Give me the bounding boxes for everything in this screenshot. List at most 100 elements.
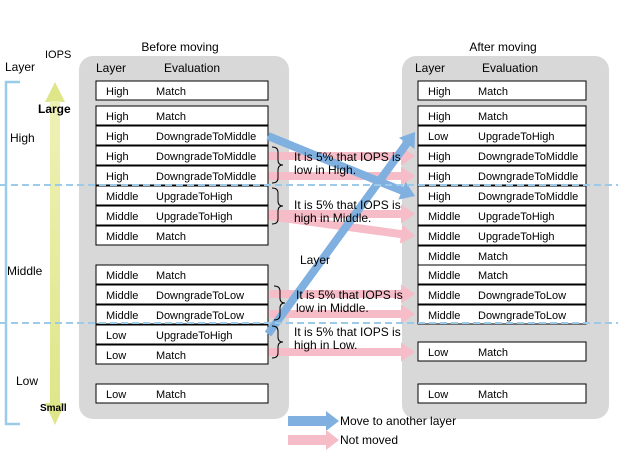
before-col-eval: Evaluation bbox=[164, 61, 220, 75]
before-row-box bbox=[95, 105, 269, 126]
before-row-eval: Match bbox=[156, 231, 186, 243]
layer-low-label: Low bbox=[16, 374, 38, 388]
after-row-eval: Match bbox=[478, 389, 508, 401]
before-row-layer: High bbox=[106, 171, 129, 183]
note-middle-up-line2: high in Middle. bbox=[294, 211, 371, 225]
before-row-layer: High bbox=[106, 131, 129, 143]
before-row-layer: Middle bbox=[106, 231, 138, 243]
after-row-box bbox=[417, 80, 587, 101]
layer-middle-label: Middle bbox=[7, 264, 43, 278]
after-row-box bbox=[417, 341, 587, 362]
legend-not-moved bbox=[288, 430, 339, 450]
axis-iops-label: IOPS bbox=[45, 49, 71, 61]
before-row-layer: High bbox=[106, 111, 129, 123]
after-row-eval: DowngradeToMiddle bbox=[478, 151, 578, 163]
after-row-eval: Match bbox=[478, 251, 508, 263]
axis-layer-label: Layer bbox=[5, 60, 35, 74]
braces bbox=[271, 146, 286, 359]
before-row-layer: Low bbox=[106, 350, 126, 362]
after-row-eval: UpgradeToHigh bbox=[478, 131, 554, 143]
after-row-box bbox=[417, 105, 587, 126]
move-arrows bbox=[264, 132, 415, 337]
before-row-layer: Low bbox=[106, 330, 126, 342]
after-row-box bbox=[417, 264, 587, 285]
before-row-box bbox=[95, 125, 269, 146]
before-row-box bbox=[95, 344, 269, 365]
after-row-layer: Middle bbox=[428, 231, 460, 243]
after-row-layer: Middle bbox=[428, 211, 460, 223]
layer-bracket bbox=[4, 80, 20, 426]
after-row-eval: Match bbox=[478, 86, 508, 98]
after-row-layer: High bbox=[428, 191, 451, 203]
axis-small-label: Small bbox=[40, 403, 67, 414]
after-row-eval: Match bbox=[478, 270, 508, 282]
before-row-eval: DowngradeToLow bbox=[156, 310, 244, 322]
after-row-eval: DowngradeToLow bbox=[478, 310, 566, 322]
after-row-box bbox=[417, 145, 587, 166]
layer-high-label: High bbox=[10, 131, 35, 145]
not-moved-arrow bbox=[268, 166, 415, 186]
after-row-layer: Low bbox=[428, 131, 448, 143]
before-col-layer: Layer bbox=[96, 61, 126, 75]
before-row: High DowngradeToMiddle bbox=[95, 125, 269, 146]
after-row-eval: Match bbox=[478, 347, 508, 359]
note-middle-down-line1: It is 5% that IOPS is bbox=[296, 288, 403, 302]
after-row: Middle UpgradeToHigh bbox=[417, 225, 587, 246]
before-row-box bbox=[95, 205, 269, 226]
before-row-eval: UpgradeToHigh bbox=[156, 211, 232, 223]
before-row-eval: DowngradeToMiddle bbox=[156, 131, 256, 143]
not-moved-arrow bbox=[270, 284, 415, 304]
after-row-box bbox=[417, 284, 587, 305]
before-row-layer: Middle bbox=[106, 310, 138, 322]
before-row-box bbox=[95, 264, 269, 285]
before-row-eval: Match bbox=[156, 389, 186, 401]
after-row: High Match bbox=[417, 105, 587, 126]
after-row-layer: Middle bbox=[428, 290, 460, 302]
before-row-layer: Middle bbox=[106, 211, 138, 223]
note-high-line2: low in High. bbox=[294, 163, 356, 177]
legend-not-moved-label: Not moved bbox=[340, 433, 398, 447]
after-row-layer: High bbox=[428, 86, 451, 98]
after-row: Middle Match bbox=[417, 245, 587, 266]
before-row-eval: Match bbox=[156, 270, 186, 282]
after-row-eval: Match bbox=[478, 111, 508, 123]
after-row-box bbox=[417, 383, 587, 404]
note-middle-down-line2: low in Middle. bbox=[296, 301, 369, 315]
before-row-box bbox=[95, 225, 269, 246]
before-row-eval: DowngradeToLow bbox=[156, 290, 244, 302]
not-moved-arrow bbox=[268, 146, 415, 166]
move-arrow bbox=[264, 132, 415, 337]
before-row: Middle DowngradeToLow bbox=[95, 304, 269, 325]
after-col-eval: Evaluation bbox=[482, 61, 538, 75]
note-low-line2: high in Low. bbox=[294, 338, 357, 352]
note-layer-label: Layer bbox=[300, 253, 330, 267]
after-row-layer: Middle bbox=[428, 270, 460, 282]
after-row-eval: UpgradeToHigh bbox=[478, 211, 554, 223]
legend-move bbox=[288, 411, 339, 431]
after-row-layer: High bbox=[428, 111, 451, 123]
after-row: Middle UpgradeToHigh bbox=[417, 205, 587, 226]
before-row-box bbox=[95, 80, 269, 101]
axis-large-label: Large bbox=[38, 102, 71, 116]
before-row-layer: Middle bbox=[106, 191, 138, 203]
before-row-eval: Match bbox=[156, 86, 186, 98]
after-row-layer: Middle bbox=[428, 251, 460, 263]
after-row-eval: UpgradeToHigh bbox=[478, 231, 554, 243]
before-row-eval: DowngradeToMiddle bbox=[156, 151, 256, 163]
after-row-eval: DowngradeToMiddle bbox=[478, 191, 578, 203]
before-row-box bbox=[95, 284, 269, 305]
